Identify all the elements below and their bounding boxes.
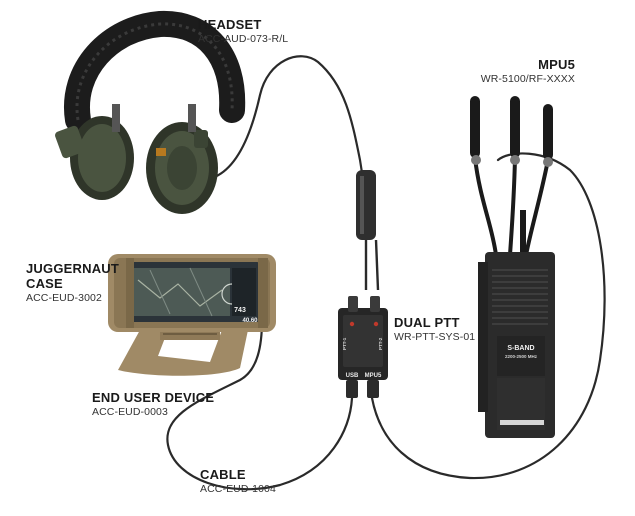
cable-code: ACC-EUD-1004 [200,482,276,495]
eud-graphic [108,254,276,376]
ptt-channel-2: PTT-2 [378,337,383,350]
eud-title: END USER DEVICE [92,390,215,405]
headset-label: HEADSET ACC-AUD-073-R/L [198,17,289,45]
dual-ptt-graphic [338,296,388,398]
phone-readout-2: 40.60 [242,318,258,324]
ptt-channel-1: PTT-1 [342,337,347,350]
case-code: ACC-EUD-3002 [26,291,102,304]
ptt-port-usb: USB [346,373,359,379]
ptt-to-mpu5-cable [370,152,606,480]
eud-label: END USER DEVICE ACC-EUD-0003 [92,390,215,418]
ptt-to-eud-cable [166,318,354,491]
ptt-title: DUAL PTT [394,315,460,330]
case-label: JUGGERNAUT CASE ACC-EUD-3002 [26,261,120,304]
radio-frequency: 2200-2500 MHz [505,354,538,359]
headset-graphic [55,10,246,214]
radio-band-label: S-BAND [507,345,534,352]
case-title-line2: CASE [26,275,63,291]
ptt-code: WR-PTT-SYS-01 [394,330,476,343]
eud-code: ACC-EUD-0003 [92,405,168,418]
mpu5-graphic [470,96,555,438]
cable-title: CABLE [200,467,246,482]
case-title-line1: JUGGERNAUT [26,261,120,276]
ptt-label: DUAL PTT WR-PTT-SYS-01 [394,315,476,343]
mpu5-code: WR-5100/RF-XXXX [480,72,575,85]
headset-cable [210,55,368,222]
headset-code: ACC-AUD-073-R/L [198,32,289,45]
cable-label: CABLE ACC-EUD-1004 [200,467,276,495]
headset-title: HEADSET [198,17,262,32]
mpu5-title: MPU5 [538,57,575,72]
inline-connector [356,170,380,291]
phone-readout-1: 743 [234,307,246,314]
mpu5-label: MPU5 WR-5100/RF-XXXX [480,57,575,85]
cables [166,55,606,491]
ptt-port-mpu5: MPU5 [365,373,382,379]
